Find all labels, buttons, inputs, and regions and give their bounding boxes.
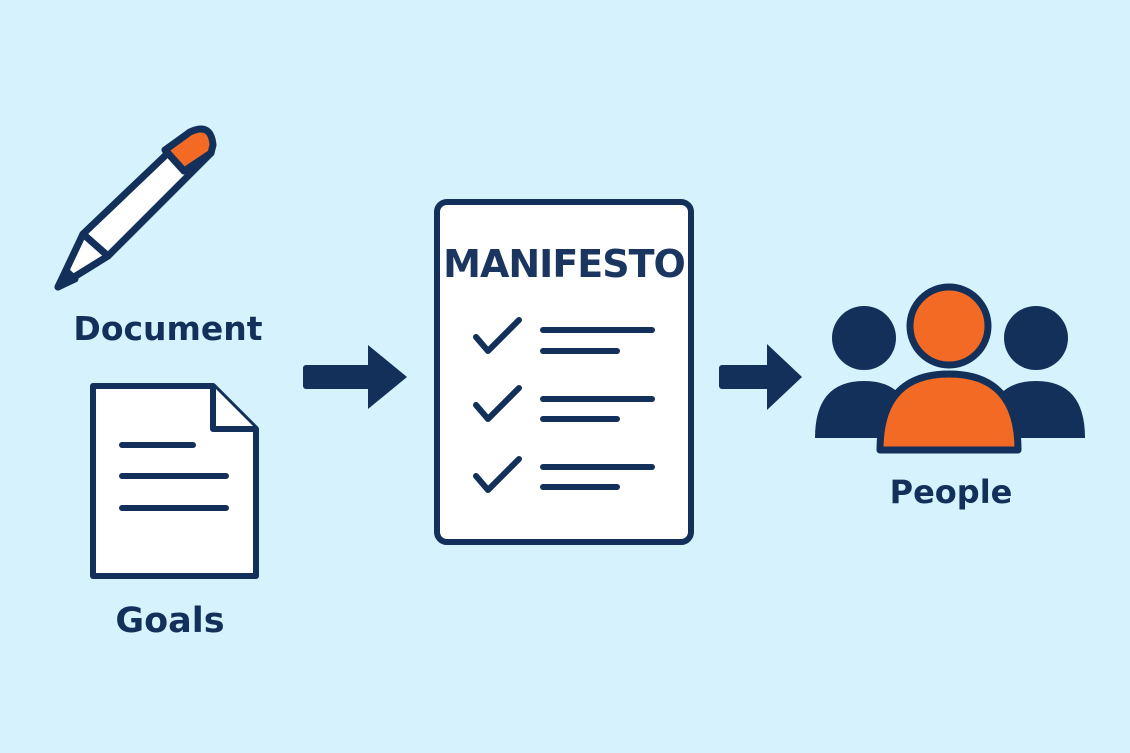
checklist-icon <box>434 199 694 545</box>
manifesto-title: MANIFESTO <box>443 242 686 286</box>
pencil-icon <box>54 125 217 291</box>
arrow-right-icon <box>303 345 407 409</box>
goals-label: Goals <box>115 601 225 641</box>
check-icon <box>473 385 522 422</box>
people-label: People <box>889 473 1013 511</box>
check-icon <box>473 456 522 493</box>
arrow-right-icon <box>719 344 802 410</box>
document-icon <box>90 383 259 579</box>
check-icon <box>473 317 522 354</box>
people-group-icon <box>815 283 1085 454</box>
document-label: Document <box>73 309 263 348</box>
